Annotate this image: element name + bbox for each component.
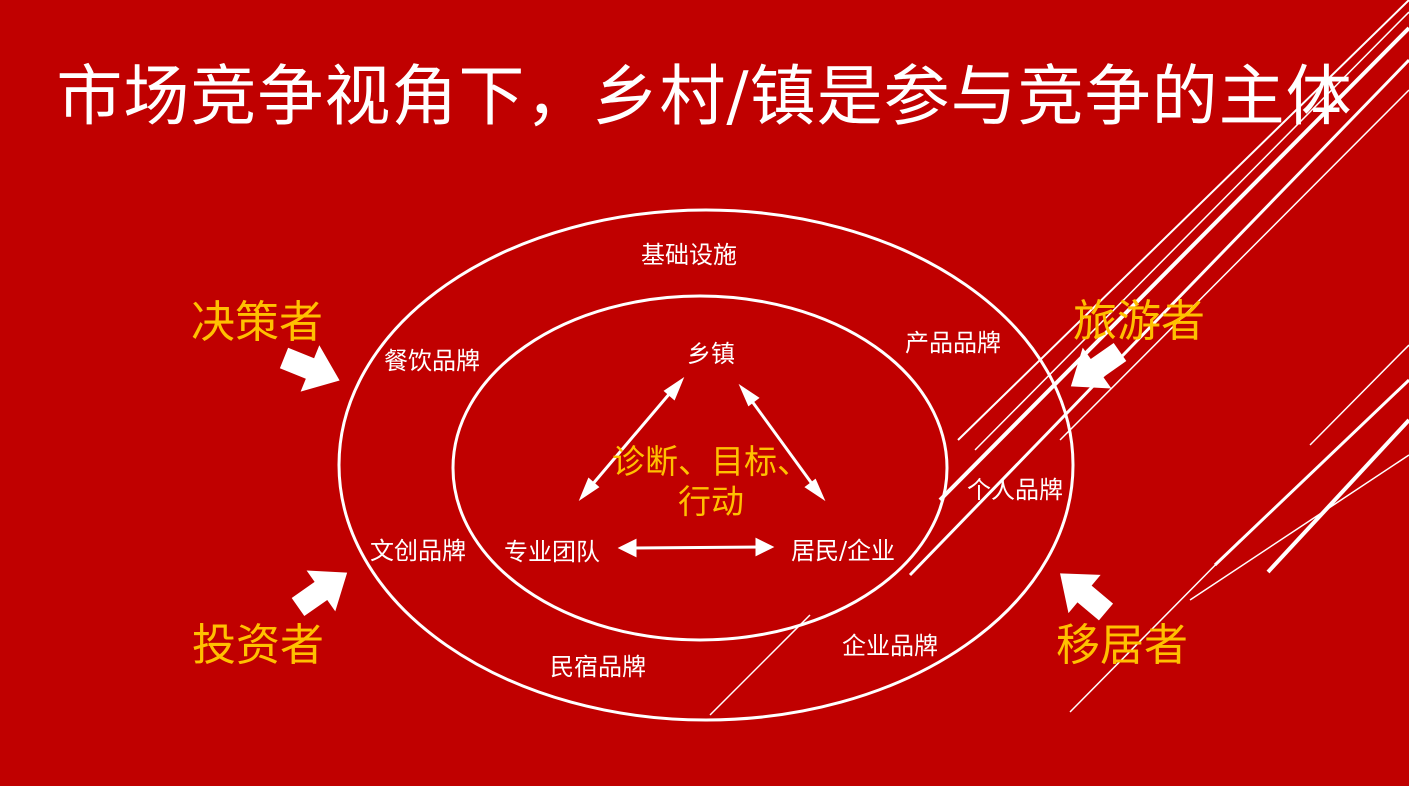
outer-ellipse xyxy=(337,208,1075,722)
node-township: 乡镇 xyxy=(687,340,735,368)
double-headed-arrow-icon xyxy=(617,537,775,558)
outer-label-infrastructure: 基础设施 xyxy=(641,241,737,269)
inner-ellipse xyxy=(451,294,949,642)
double-headed-arrow-icon xyxy=(578,377,685,501)
actor-migrant: 移居者 xyxy=(1056,620,1188,671)
double-headed-arrow-icon xyxy=(738,383,826,502)
arrow-icon xyxy=(1060,573,1114,621)
outer-label-enterprise-brand: 企业品牌 xyxy=(842,632,938,660)
center-text: 诊断、目标、 行动 xyxy=(612,442,810,522)
arrow-icon xyxy=(279,345,340,392)
arrow-icon xyxy=(291,570,348,617)
arrow-icon xyxy=(1070,342,1127,389)
center-text-line2: 行动 xyxy=(678,482,744,521)
node-residents-enterprises: 居民/企业 xyxy=(790,537,896,565)
outer-label-product-brand: 产品品牌 xyxy=(905,329,1001,357)
outer-label-homestay-brand: 民宿品牌 xyxy=(550,653,646,681)
actor-investor: 投资者 xyxy=(192,620,324,671)
actor-tourist: 旅游者 xyxy=(1073,296,1205,347)
actor-decision-maker: 决策者 xyxy=(191,297,323,348)
node-professional-team: 专业团队 xyxy=(504,538,600,566)
center-text-line1: 诊断、目标、 xyxy=(612,442,810,481)
outer-label-catering-brand: 餐饮品牌 xyxy=(384,347,480,375)
outer-label-personal-brand: 个人品牌 xyxy=(967,476,1063,504)
decorative-diagonal-lines xyxy=(709,0,1409,716)
page-title: 市场竞争视角下，乡村/镇是参与竞争的主体 xyxy=(56,58,1353,135)
outer-label-cultural-brand: 文创品牌 xyxy=(370,537,466,565)
